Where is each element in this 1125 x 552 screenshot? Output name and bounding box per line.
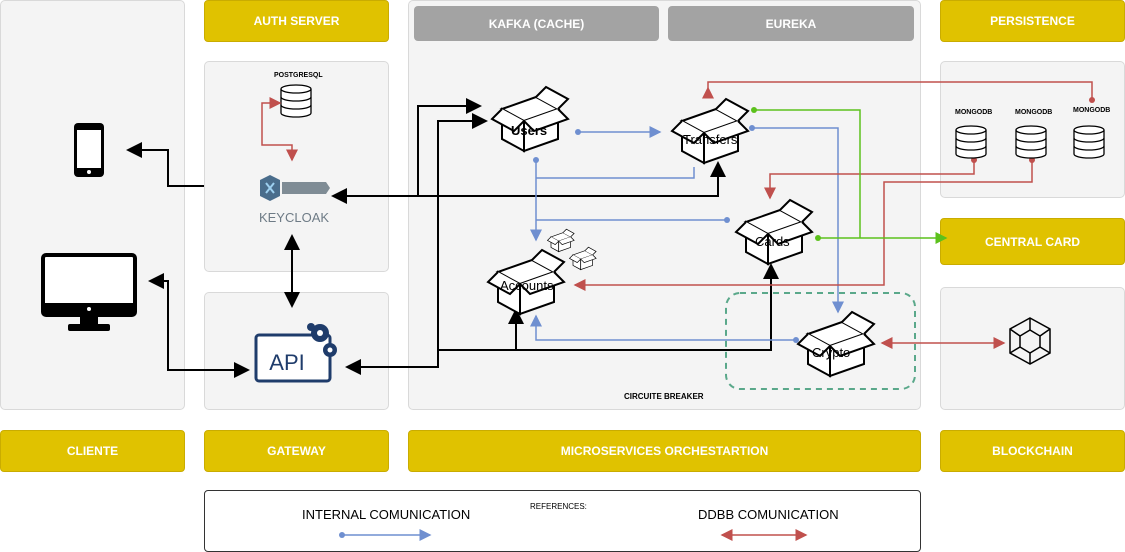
mongodb-label-3: MONGODB — [1073, 107, 1111, 114]
legend-box — [204, 490, 921, 552]
legend-ddbb-label: DDBB COMUNICATION — [698, 507, 839, 522]
cards-label: Cards — [755, 234, 790, 249]
blockchain-label: BLOCKCHAIN — [940, 430, 1125, 472]
crypto-service-box — [797, 311, 875, 377]
orchestration-label: MICROSERVICES ORCHESTARTION — [408, 430, 921, 472]
legend-title: REFERENCES: — [530, 502, 587, 511]
phone-icon — [74, 123, 104, 177]
mongodb-database-icon-2 — [1015, 125, 1047, 159]
monitor-icon — [41, 253, 137, 331]
api-label: API — [269, 350, 304, 375]
kafka-header: KAFKA (CACHE) — [414, 6, 659, 41]
api-icon — [254, 323, 337, 383]
postgresql-database-icon — [280, 84, 312, 118]
cards-service-box — [735, 199, 813, 265]
transfers-service-box — [671, 98, 749, 164]
accounts-label: Accounts — [500, 278, 554, 293]
persistence-header: PERSISTENCE — [940, 0, 1125, 42]
mongodb-database-icon-3 — [1073, 125, 1105, 159]
gateway-label: GATEWAY — [204, 430, 389, 472]
circuit-breaker-region — [725, 292, 916, 390]
auth-server-header: AUTH SERVER — [204, 0, 389, 42]
users-service-box — [491, 86, 569, 152]
blockchain-icon — [1009, 317, 1051, 365]
transfers-label: Transfers — [683, 132, 738, 147]
mongodb-label-2: MONGODB — [1015, 109, 1053, 116]
crypto-label: Crypto — [812, 345, 851, 360]
mongodb-database-icon-1 — [955, 125, 987, 159]
users-label: Users — [511, 123, 548, 138]
cliente-label: CLIENTE — [0, 430, 185, 472]
keycloak-label: KEYCLOAK — [259, 210, 329, 225]
legend-internal-label: INTERNAL COMUNICATION — [302, 507, 471, 522]
postgresql-label: POSTGRESQL — [274, 72, 323, 79]
mongodb-label-1: MONGODB — [955, 109, 993, 116]
circuit-breaker-label: CIRCUITE BREAKER — [624, 392, 704, 401]
eureka-header: EUREKA — [668, 6, 914, 41]
keycloak-icon — [260, 175, 330, 201]
